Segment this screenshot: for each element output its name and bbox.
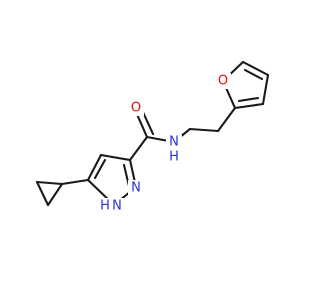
structure-diagram: O N H N H N O [35, 60, 270, 214]
bond-ch2a-ch2b [188, 127, 220, 133]
nh-nitrogen-bg [98, 198, 126, 214]
bond-c4-c3 [99, 153, 132, 162]
nh-nitrogen-label: N [112, 199, 122, 214]
amide-hydrogen-bg [167, 149, 181, 165]
bond-cp3-cp1 [46, 182, 64, 207]
bond-ch2b-furan [216, 106, 237, 133]
bond-c5-c4 [86, 153, 103, 182]
amide-nitrogen-label: N [169, 135, 179, 150]
bond-cp2-cp3 [35, 180, 50, 207]
ring-nitrogen-label: N [131, 181, 141, 196]
amide-nitrogen-bg [166, 135, 182, 150]
furan-oxygen-label: O [218, 74, 228, 89]
bond-cp1-c5 [60, 178, 90, 186]
bond-furan-c3-c2 [233, 102, 265, 110]
bond-layer [35, 60, 270, 207]
bond-furan-c5-c4 [241, 60, 270, 77]
bond-c3-carbonyl [128, 135, 149, 162]
bond-furan-c3-c2-inner [237, 96, 260, 103]
bond-carbonyl-o [134, 110, 149, 139]
molecule-svg: O N H N H N O [35, 60, 270, 214]
bond-furan-c4-c3 [261, 73, 270, 106]
carbonyl-oxygen-label: O [131, 101, 141, 116]
label-layer: O N H N H N O [98, 73, 231, 214]
furan-oxygen-bg [215, 73, 231, 89]
nh-hydrogen-label: H [100, 199, 110, 214]
bond-furan-c5-c4-inner [243, 68, 264, 81]
carbonyl-oxygen-bg [128, 99, 144, 116]
bond-c5-c4-inner [93, 158, 107, 180]
amide-hydrogen-label: H [169, 150, 179, 165]
bond-cp1-cp2 [35, 180, 64, 186]
ring-nitrogen-bg [128, 180, 144, 196]
